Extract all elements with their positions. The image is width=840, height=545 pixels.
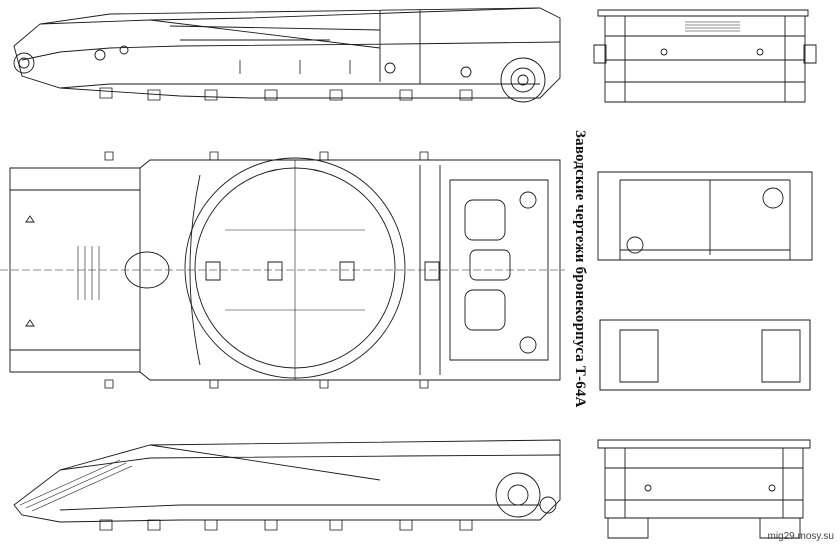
hull-section-views <box>598 172 812 390</box>
hull-rear-view <box>594 10 816 102</box>
hull-plan-view <box>0 152 565 388</box>
drive-sprocket-circle <box>14 53 34 73</box>
sheet-caption: Заводские чертежи бронекорпуса Т-64А <box>572 130 588 408</box>
idler-wheel-circle <box>501 58 545 102</box>
source-watermark: mig29.mosy.su <box>767 531 834 542</box>
hull-side-view-bottom <box>14 440 560 530</box>
hull-front-view <box>598 440 810 538</box>
hull-side-view-top <box>14 8 560 102</box>
